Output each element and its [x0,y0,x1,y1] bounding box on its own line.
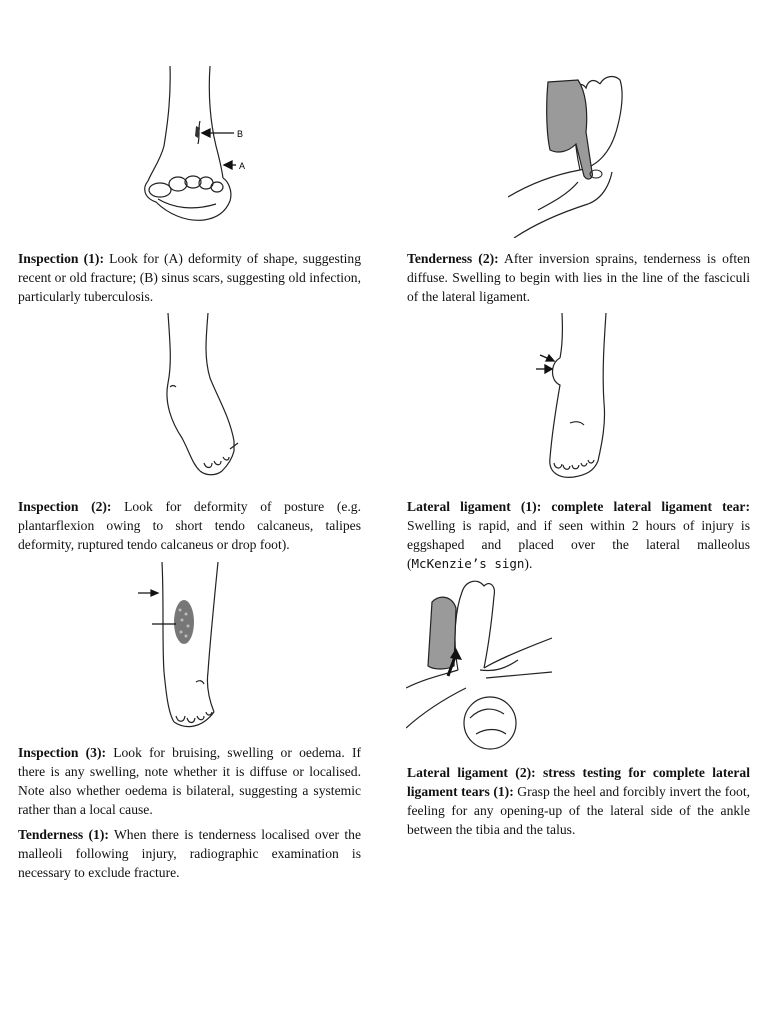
figure-inspection-3 [136,562,240,732]
figure-inspection-1: B A [138,66,264,236]
paragraph-inspection-1: Inspection (1): Look for (A) deformity o… [18,249,361,306]
heading-lateral-ligament-2: Lateral ligament (2): stress testing for… [407,765,750,799]
heading-inspection-2: Inspection (2): [18,499,112,514]
text-inspection-3: Look for bruising, swelling or oedema. I… [18,745,361,817]
paragraph-inspection-3: Inspection (3): Look for bruising, swell… [18,743,361,819]
heading-tenderness-2: Tenderness (2): [407,251,499,266]
figure-inspection-2 [160,313,244,481]
figure-lateral-ligament-1 [530,313,620,481]
text-lateral-ligament-1-end: ). [524,556,533,571]
text-tenderness-2: After inversion sprains, tenderness is o… [407,251,750,304]
text-tenderness-1: When there is tenderness localised over … [18,827,361,880]
heading-lateral-ligament-1: Lateral ligament (1): complete lateral l… [407,499,750,514]
label-a: A [239,161,245,171]
text-inspection-1: Look for (A) deformity of shape, suggest… [18,251,361,304]
mckenzie-sign: McKenzie’s sign [411,556,525,571]
figure-lateral-ligament-2 [406,578,552,750]
heading-tenderness-1: Tenderness (1): [18,827,109,842]
paragraph-lateral-ligament-2: Lateral ligament (2): stress testing for… [407,763,750,839]
text-lateral-ligament-1: Swelling is rapid, and if seen within 2 … [407,518,750,571]
text-inspection-2: Look for deformity of posture (e.g. plan… [18,499,361,552]
paragraph-lateral-ligament-1: Lateral ligament (1): complete lateral l… [407,497,750,573]
paragraph-tenderness-2: Tenderness (2): After inversion sprains,… [407,249,750,306]
heading-inspection-1: Inspection (1): [18,251,104,266]
paragraph-tenderness-1: Tenderness (1): When there is tenderness… [18,825,361,882]
figure-tenderness-2 [508,72,630,238]
text-lateral-ligament-2: Grasp the heel and forcibly invert the f… [407,784,751,837]
heading-inspection-3: Inspection (3): [18,745,107,760]
label-b: B [237,129,243,139]
paragraph-inspection-2: Inspection (2): Look for deformity of po… [18,497,361,554]
